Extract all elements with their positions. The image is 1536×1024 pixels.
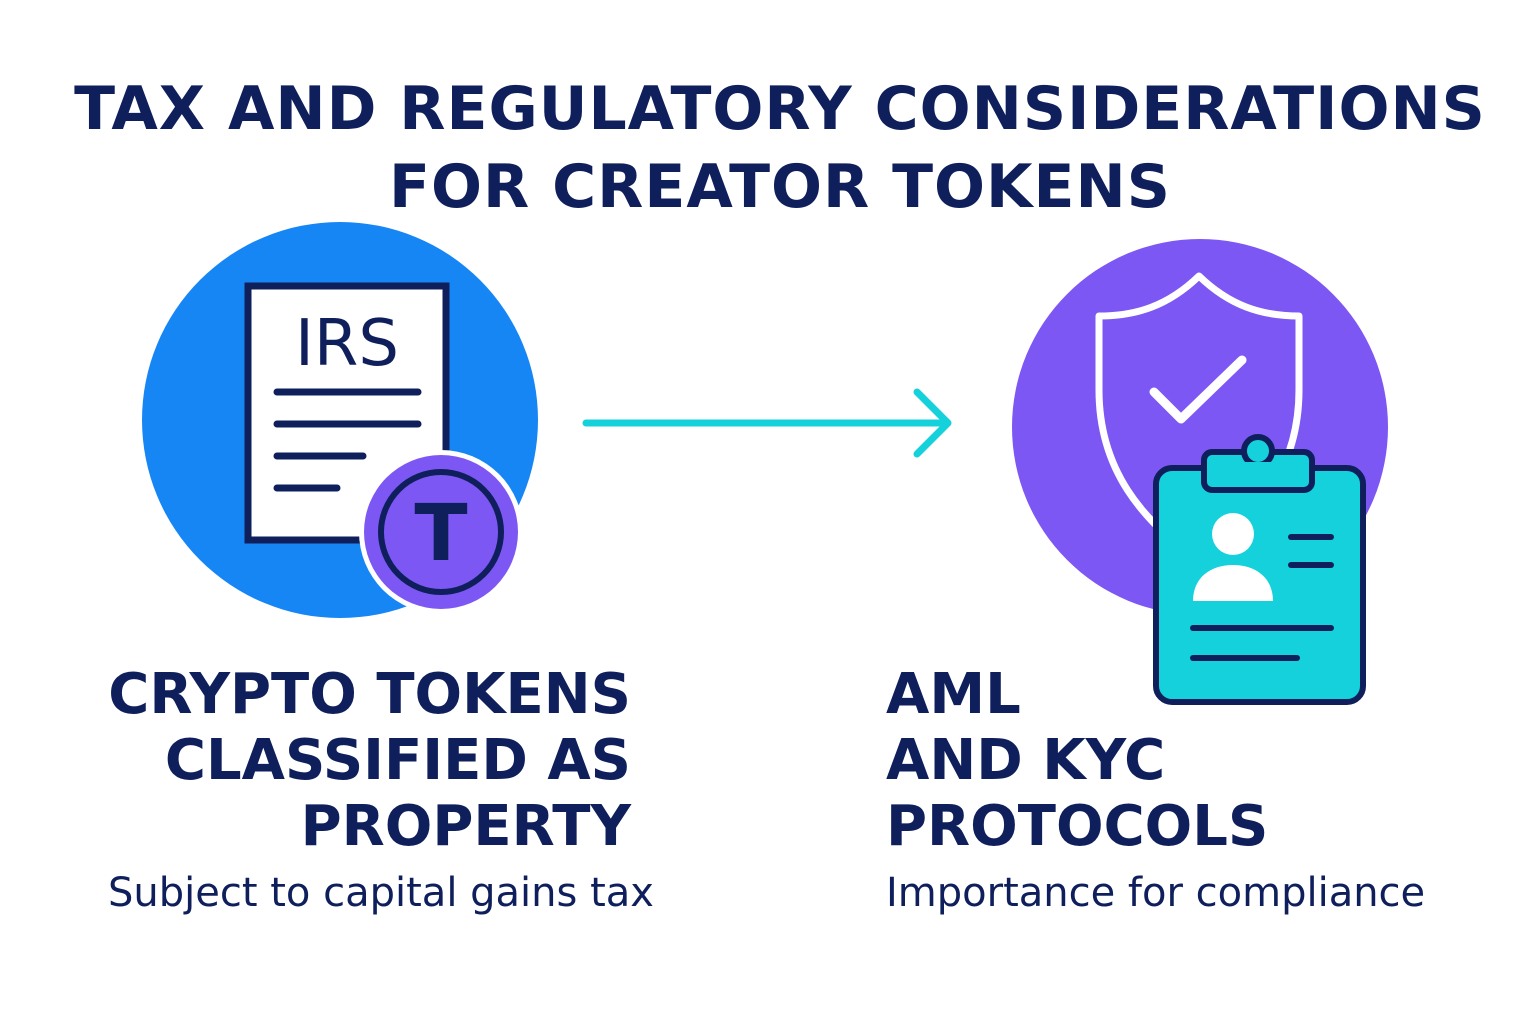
irs-document-label: IRS	[295, 307, 399, 381]
page-title: TAX AND REGULATORY CONSIDERATIONS FOR CR…	[0, 70, 1536, 226]
tax-caption: Subject to capital gains tax	[108, 870, 654, 916]
title-line-1: TAX AND REGULATORY CONSIDERATIONS	[74, 74, 1486, 144]
tax-illustration: IRS T	[142, 222, 538, 618]
compliance-caption: Importance for compliance	[886, 870, 1426, 916]
irs-document-icon: IRS	[244, 282, 450, 544]
compliance-illustration	[1012, 239, 1388, 705]
compliance-heading-line-2: AND KYC	[886, 728, 1166, 793]
tax-heading-line-1: CRYPTO TOKENS	[108, 662, 631, 727]
tax-heading-line-3: PROPERTY	[300, 794, 631, 859]
token-coin-icon: T	[359, 450, 523, 614]
compliance-heading-line-3: PROTOCOLS	[886, 794, 1269, 859]
arrow-right-icon	[582, 388, 952, 458]
tax-heading-line-2: CLASSIFIED AS	[164, 728, 631, 793]
id-clipboard-icon	[1153, 434, 1366, 705]
compliance-heading-line-1: AML	[886, 662, 1021, 727]
title-line-2: FOR CREATOR TOKENS	[389, 152, 1171, 222]
token-coin-label: T	[414, 489, 467, 579]
compliance-heading: AML AND KYC PROTOCOLS	[886, 662, 1268, 860]
tax-heading: CRYPTO TOKENS CLASSIFIED AS PROPERTY	[108, 662, 631, 860]
